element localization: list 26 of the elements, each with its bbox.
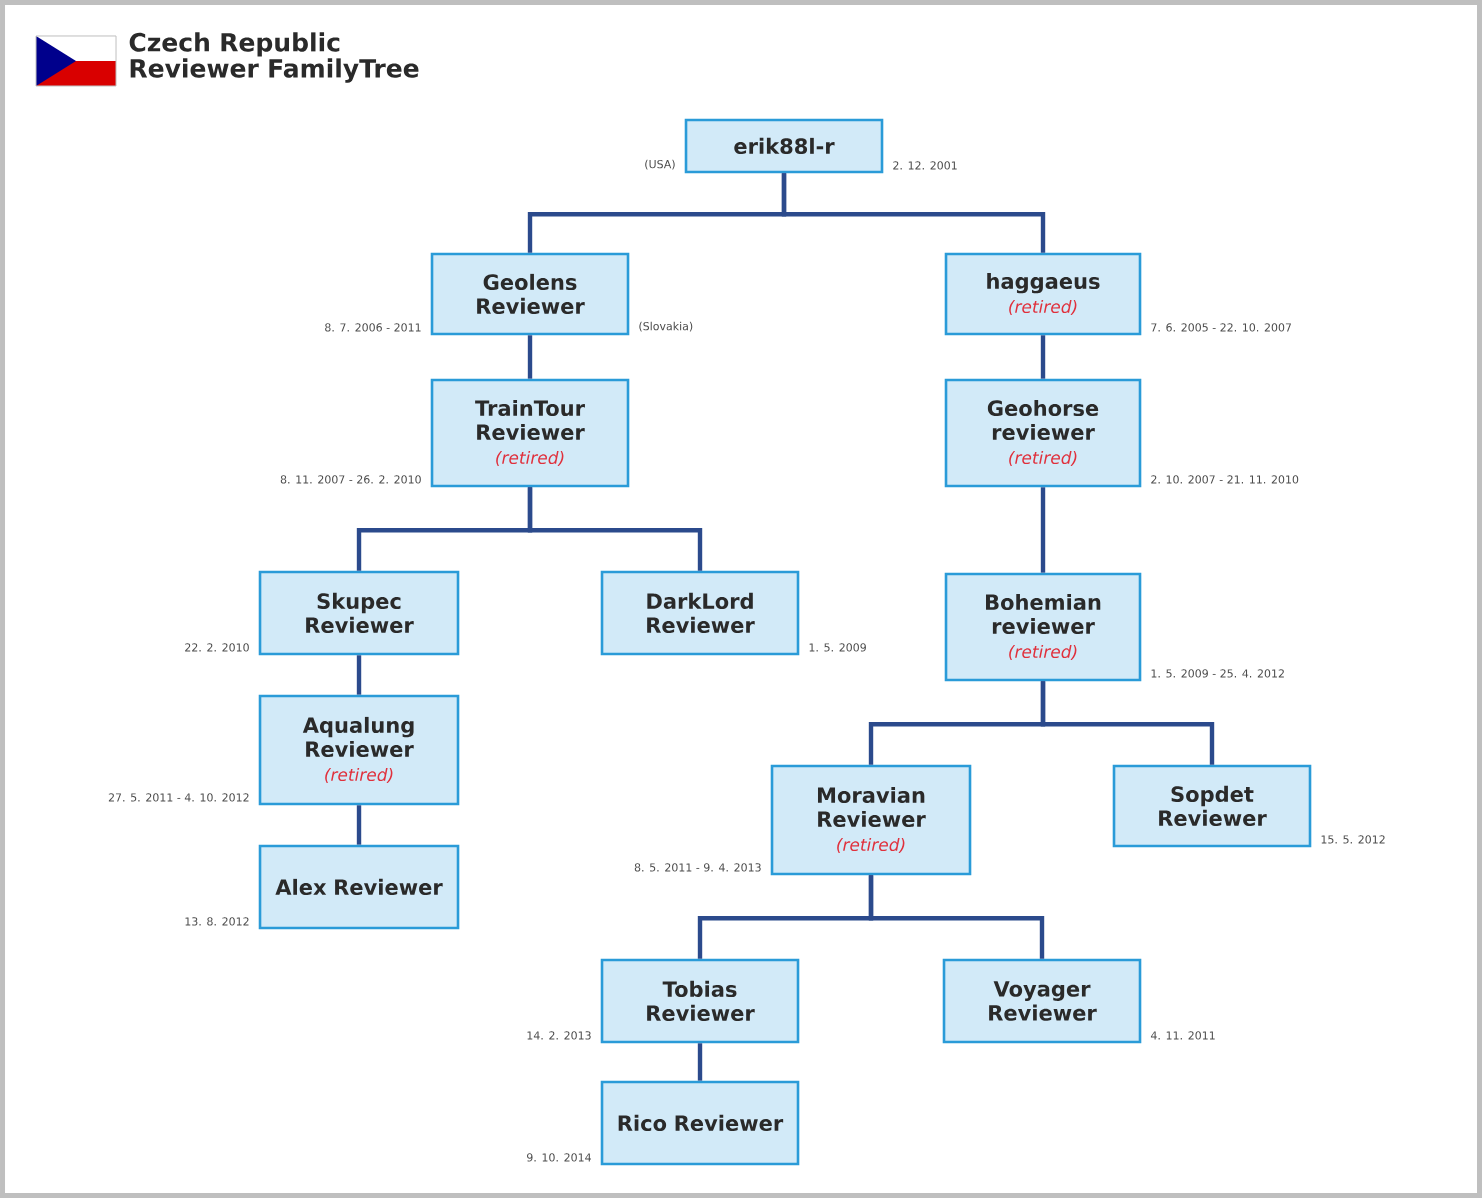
connector-line xyxy=(697,1043,703,1081)
connector-line xyxy=(1040,681,1215,765)
connector-line xyxy=(781,173,1046,253)
reviewer-box: Geolens Reviewer xyxy=(430,252,630,336)
connector-line xyxy=(527,487,703,571)
connector-line xyxy=(356,805,362,845)
connector-line xyxy=(527,335,533,379)
connector-line xyxy=(1040,487,1046,573)
title: Czech Republic Reviewer FamilyTree xyxy=(129,32,419,83)
connector-line xyxy=(1040,335,1046,379)
reviewer-box: haggaeus (retired) xyxy=(944,252,1142,336)
reviewer-box: Skupec Reviewer xyxy=(258,570,460,656)
reviewer-box: Geohorse reviewer (retired) xyxy=(944,378,1142,488)
reviewer-box: Rico Reviewer xyxy=(600,1080,800,1166)
reviewer-box: erik88l-r xyxy=(684,118,884,174)
reviewer-box: Bohemian reviewer (retired) xyxy=(944,572,1142,682)
reviewer-box: Voyager Reviewer xyxy=(942,958,1142,1044)
reviewer-box: Moravian Reviewer (retired) xyxy=(770,764,972,876)
reviewer-box: Alex Reviewer xyxy=(258,844,460,930)
reviewer-box: TrainTour Reviewer (retired) xyxy=(430,378,630,488)
reviewer-box: DarkLord Reviewer xyxy=(600,570,800,656)
reviewer-box: Aqualung Reviewer (retired) xyxy=(258,694,460,806)
reviewer-box: Sopdet Reviewer xyxy=(1112,764,1312,848)
connector-line xyxy=(868,875,1045,959)
connector-line xyxy=(356,655,362,695)
reviewer-box: Tobias Reviewer xyxy=(600,958,800,1044)
